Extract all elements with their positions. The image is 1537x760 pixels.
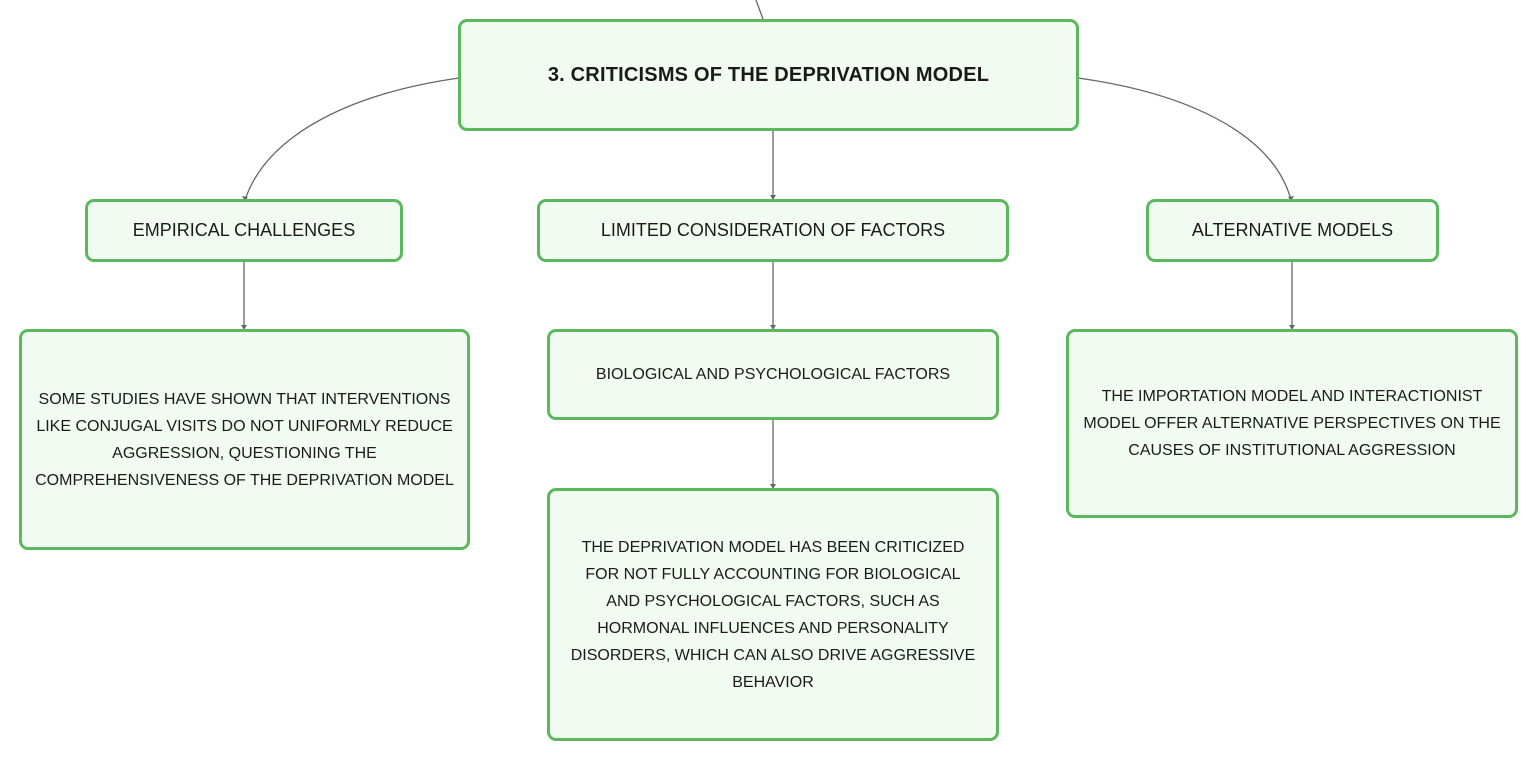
leaf-alternative-perspectives-text: THE IMPORTATION MODEL AND INTERACTIONIST… [1083,388,1501,459]
root-node[interactable]: 3. CRITICISMS OF THE DEPRIVATION MODEL [458,19,1079,131]
sub-branch-biological-psychological[interactable]: BIOLOGICAL AND PSYCHOLOGICAL FACTORS [547,329,999,420]
leaf-deprivation-criticized[interactable]: THE DEPRIVATION MODEL HAS BEEN CRITICIZE… [547,488,999,741]
arrowhead-limited [770,195,776,200]
leaf-empirical-studies-text: SOME STUDIES HAVE SHOWN THAT INTERVENTIO… [35,390,454,489]
branch-limited-consideration-label: LIMITED CONSIDERATION OF FACTORS [600,220,946,240]
arrowhead-empirical [242,196,248,201]
branch-alternative-models[interactable]: ALTERNATIVE MODELS [1146,199,1439,262]
sub-branch-biological-psychological-label: BIOLOGICAL AND PSYCHOLOGICAL FACTORS [595,366,951,383]
leaf-deprivation-criticized-text: THE DEPRIVATION MODEL HAS BEEN CRITICIZE… [570,538,976,691]
branch-limited-consideration[interactable]: LIMITED CONSIDERATION OF FACTORS [537,199,1009,262]
connector-root-empirical [244,77,460,201]
connector-incoming-root [755,0,764,20]
arrowhead-alternative-leaf [1289,325,1295,330]
branch-empirical-challenges-label: EMPIRICAL CHALLENGES [132,220,356,240]
leaf-empirical-studies[interactable]: SOME STUDIES HAVE SHOWN THAT INTERVENTIO… [19,329,470,550]
connector-root-alternative [1077,77,1292,201]
arrowhead-biological-leaf [770,484,776,489]
branch-empirical-challenges[interactable]: EMPIRICAL CHALLENGES [85,199,403,262]
arrowhead-biological [770,325,776,330]
leaf-alternative-perspectives[interactable]: THE IMPORTATION MODEL AND INTERACTIONIST… [1066,329,1518,518]
branch-alternative-models-label: ALTERNATIVE MODELS [1191,220,1394,240]
arrowhead-empirical-leaf [241,325,247,330]
arrowhead-alternative [1288,196,1294,201]
root-node-label: 3. CRITICISMS OF THE DEPRIVATION MODEL [547,63,990,86]
